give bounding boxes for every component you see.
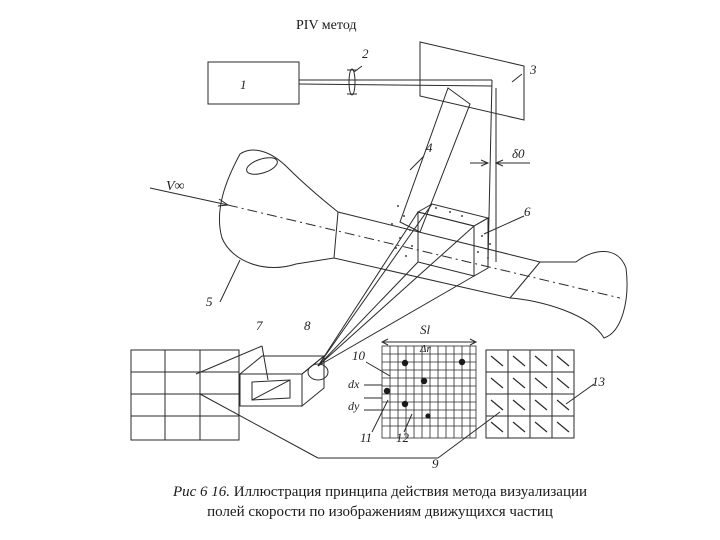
caption-line-1: Иллюстрация принципа действия метода виз…	[233, 484, 588, 500]
label-9: 9	[432, 456, 439, 471]
vector-grid	[485, 349, 575, 439]
laser-beam-lower	[298, 83, 493, 87]
lens	[348, 68, 356, 96]
seeding-dots	[391, 205, 491, 259]
camera-lens	[307, 363, 329, 381]
interrogation-grid	[381, 345, 477, 439]
laser-box	[207, 61, 300, 105]
mirror-plate	[419, 41, 525, 121]
label-8: 8	[304, 318, 311, 333]
figure-caption: Рис 6 16. Иллюстрация принципа действия …	[120, 482, 640, 522]
label-10: 10	[352, 348, 366, 363]
caption-figure-ref: Рис 6 16.	[172, 484, 231, 500]
body-model	[218, 149, 628, 339]
view-ray	[317, 211, 419, 367]
velocity-vectors	[490, 355, 570, 433]
label-5: 5	[206, 294, 213, 309]
label-2: 2	[362, 46, 369, 61]
label-delta0: δ0	[512, 146, 525, 161]
camera-sensor	[251, 379, 291, 401]
particles	[383, 358, 466, 419]
label-dy: dy	[348, 399, 360, 413]
label-dx: dx	[348, 377, 360, 391]
caption-line-2: полей скорости по изображениям движущихс…	[207, 504, 553, 520]
diagram-title: PIV метод	[296, 18, 357, 33]
label-13: 13	[592, 374, 606, 389]
label-12: 12	[396, 430, 410, 445]
image-grid-left	[130, 349, 240, 441]
flow-axis	[227, 204, 621, 299]
label-3: 3	[529, 62, 537, 77]
label-v-inf: V∞	[166, 179, 185, 194]
laser-beam-down	[487, 79, 493, 263]
label-4: 4	[426, 140, 433, 155]
label-6: 6	[524, 204, 531, 219]
label-1: 1	[240, 77, 247, 92]
label-delta-r: Δr	[419, 343, 431, 355]
label-11: 11	[360, 430, 372, 445]
label-7: 7	[256, 318, 263, 333]
label-s-l: Sl	[420, 322, 431, 337]
flow-arrow	[149, 187, 229, 206]
